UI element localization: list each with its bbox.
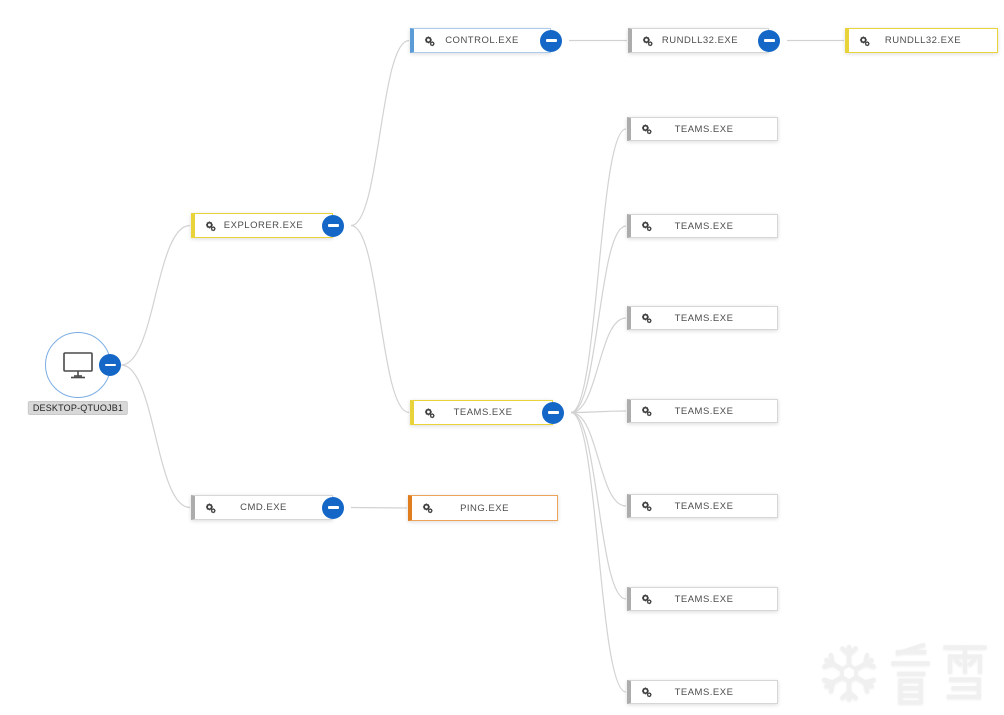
edge-cmd-exe-to-ping-exe (350, 506, 408, 509)
gear-icon (640, 686, 653, 699)
gear-icon (423, 34, 436, 47)
edge-explorer-exe-to-teams-exe (350, 224, 410, 414)
minus-icon (545, 39, 557, 42)
process-node-rundll32-exe-1[interactable]: RUNDLL32.EXE (628, 28, 780, 53)
collapse-badge[interactable] (99, 354, 121, 376)
host-label: DESKTOP-QTUOJB1 (27, 401, 129, 415)
edge-teams-exe-to-teams-child-4 (570, 410, 627, 414)
process-label: TEAMS.EXE (674, 123, 734, 135)
gear-icon (640, 405, 653, 418)
process-label: TEAMS.EXE (674, 312, 734, 324)
process-label: RUNDLL32.EXE (661, 35, 739, 46)
process-label: CMD.EXE (240, 502, 287, 513)
process-node-teams-child-1[interactable]: TEAMS.EXE (627, 117, 778, 141)
watermark-char-xue (942, 641, 988, 705)
process-node-teams-child-6[interactable]: TEAMS.EXE (627, 587, 778, 611)
process-node-control-exe[interactable]: CONTROL.EXE (410, 28, 562, 53)
gear-icon (204, 219, 217, 232)
collapse-badge[interactable] (542, 401, 564, 424)
process-node-teams-child-3[interactable]: TEAMS.EXE (627, 306, 778, 330)
edge-teams-exe-to-teams-child-3 (570, 317, 627, 414)
minus-icon (763, 39, 775, 42)
watermark-char-kan (890, 641, 930, 705)
process-node-ping-exe[interactable]: PING.EXE (408, 495, 558, 521)
gear-icon (640, 500, 653, 513)
process-node-teams-child-7[interactable]: TEAMS.EXE (627, 680, 778, 704)
process-node-rundll32-exe-2[interactable]: RUNDLL32.EXE (845, 28, 998, 53)
edge-teams-exe-to-teams-child-5 (570, 411, 627, 507)
process-node-explorer-exe[interactable]: EXPLORER.EXE (191, 213, 344, 238)
minus-icon (327, 506, 339, 509)
edge-explorer-exe-to-control-exe (350, 39, 410, 227)
gear-icon (421, 502, 434, 515)
process-label: CONTROL.EXE (445, 35, 519, 46)
process-label: RUNDLL32.EXE (884, 35, 962, 46)
minus-icon (327, 224, 339, 227)
process-node-teams-child-5[interactable]: TEAMS.EXE (627, 494, 778, 518)
process-label: TEAMS.EXE (674, 593, 734, 605)
collapse-badge[interactable] (322, 496, 344, 519)
monitor-icon (61, 350, 95, 380)
host-node[interactable]: DESKTOP-QTUOJB1 (27, 332, 129, 415)
process-label: PING.EXE (460, 502, 509, 514)
edge-teams-exe-to-teams-child-6 (570, 411, 627, 600)
minus-icon (547, 411, 559, 414)
gear-icon (640, 593, 653, 606)
process-label: TEAMS.EXE (674, 220, 734, 232)
process-label: TEAMS.EXE (674, 686, 734, 698)
edge-teams-exe-to-teams-child-7 (570, 411, 627, 693)
gear-icon (858, 34, 871, 47)
collapse-badge[interactable] (322, 214, 344, 237)
gear-icon (640, 123, 653, 136)
collapse-badge[interactable] (758, 29, 780, 52)
gear-icon (204, 501, 217, 514)
process-node-cmd-exe[interactable]: CMD.EXE (191, 495, 344, 520)
kanxue-watermark (820, 641, 988, 705)
gear-icon (423, 406, 436, 419)
process-label: TEAMS.EXE (453, 407, 513, 418)
edge-teams-exe-to-teams-child-1 (570, 128, 627, 414)
process-label: TEAMS.EXE (674, 500, 734, 512)
process-node-teams-child-2[interactable]: TEAMS.EXE (627, 214, 778, 238)
minus-icon (104, 363, 116, 367)
edge-host-to-explorer-exe (120, 224, 191, 366)
edge-host-to-cmd-exe (120, 364, 191, 509)
snowflake-icon (820, 644, 878, 702)
gear-icon (640, 312, 653, 325)
collapse-badge[interactable] (540, 29, 562, 52)
process-node-teams-exe[interactable]: TEAMS.EXE (410, 400, 564, 425)
edge-teams-exe-to-teams-child-2 (570, 225, 627, 414)
gear-icon (640, 220, 653, 233)
process-label: TEAMS.EXE (674, 405, 734, 417)
gear-icon (641, 34, 654, 47)
process-node-teams-child-4[interactable]: TEAMS.EXE (627, 399, 778, 423)
process-label: EXPLORER.EXE (223, 220, 304, 231)
